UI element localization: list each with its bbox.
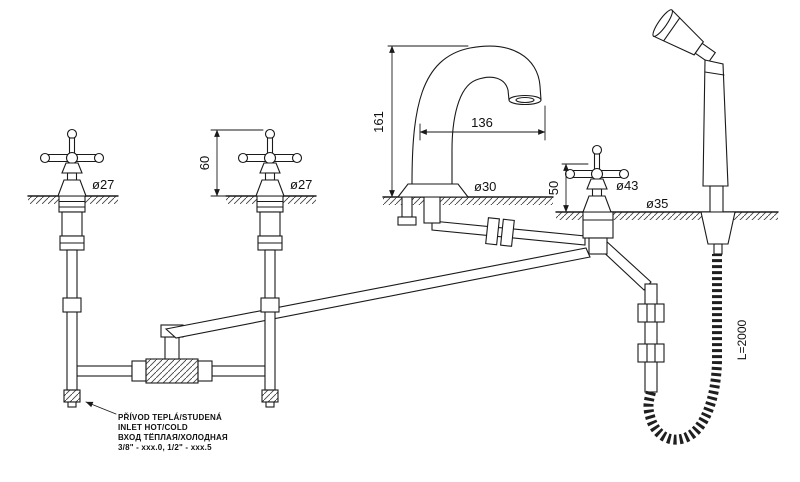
note-line-3: ВХОД ТЁПЛАЯ/ХОЛОДНАЯ xyxy=(118,433,228,442)
dia-35-label: ø35 xyxy=(646,196,668,211)
dim-161-label: 161 xyxy=(371,111,386,133)
note-line-2: INLET HOT/COLD xyxy=(118,423,188,432)
piping xyxy=(76,217,722,445)
dia-27-mid-label: ø27 xyxy=(290,177,312,192)
dia-30-label: ø30 xyxy=(474,179,496,194)
shower-head xyxy=(652,9,717,64)
shower-hose xyxy=(643,254,722,445)
hose-length-label: L=2000 xyxy=(735,319,749,360)
hose-pipe-fittings xyxy=(637,303,665,363)
dim-50-label: 50 xyxy=(546,181,561,195)
inlet-note: PŘÍVOD TEPLÁ/STUDENÁ INLET HOT/COLD ВХОД… xyxy=(85,401,228,452)
hand-shower xyxy=(652,9,736,255)
note-line-1: PŘÍVOD TEPLÁ/STUDENÁ xyxy=(118,413,222,422)
dimensions: 161 136 60 50 ø27 ø27 ø30 ø43 ø35 L=2000 xyxy=(92,45,749,360)
note-leader-line xyxy=(85,401,117,415)
note-line-4: 3/8" - xxx.0, 1/2" - xxx.5 xyxy=(118,443,212,452)
fixtures xyxy=(39,9,736,408)
dia-27-left-label: ø27 xyxy=(92,177,114,192)
shower-handle xyxy=(702,59,729,187)
dia-43-label: ø43 xyxy=(616,178,638,193)
pipe-coupling xyxy=(485,217,515,247)
tee-to-diverter-pipe xyxy=(164,247,591,339)
valve-middle xyxy=(237,128,303,408)
spout xyxy=(396,45,542,226)
dim-136-label: 136 xyxy=(471,115,493,130)
diverter-valve xyxy=(564,144,630,255)
dim-60-label: 60 xyxy=(197,156,212,170)
shower-escutcheon xyxy=(700,211,736,245)
valve-left xyxy=(39,128,105,408)
